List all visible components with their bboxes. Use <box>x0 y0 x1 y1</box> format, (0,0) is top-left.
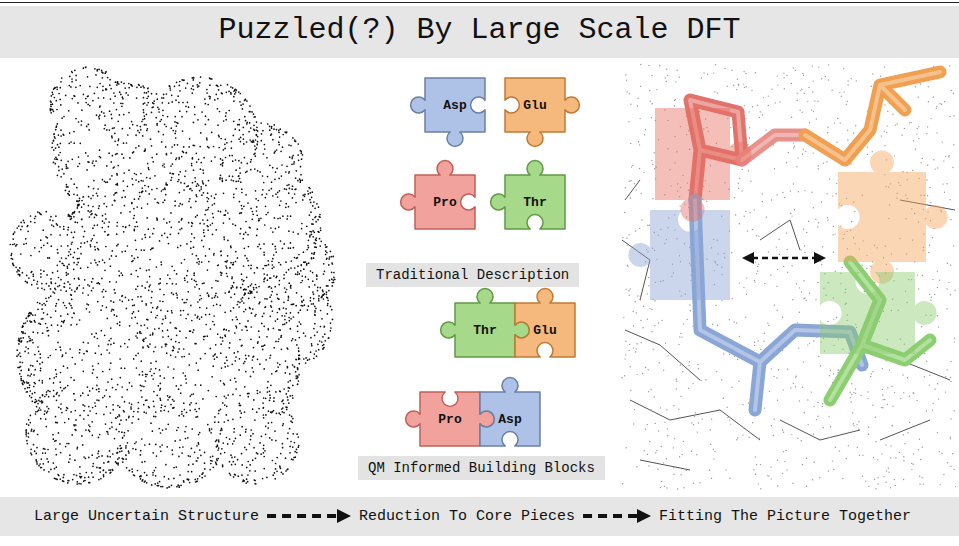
node-text: Reduction To Core Pieces <box>359 508 575 525</box>
node-text: Thr <box>523 195 546 210</box>
arrow-head <box>814 252 826 264</box>
bond-highlight <box>742 135 805 160</box>
background-dots <box>622 65 955 490</box>
puzzle-piece: Asp <box>480 392 540 446</box>
arrow-head <box>337 509 351 523</box>
overlay-piece <box>655 108 752 222</box>
overlay-piece <box>628 210 730 300</box>
node-text: Pro <box>433 195 456 210</box>
flow-arrow <box>267 509 351 523</box>
title: Puzzled(?) By Large Scale DFT <box>0 8 959 52</box>
dashed-arrow <box>752 257 816 260</box>
piece-shape <box>411 78 485 146</box>
node-text: Fitting The Picture Together <box>659 508 911 525</box>
dashed-line <box>583 514 637 518</box>
puzzle-piece: Asp <box>425 78 485 132</box>
surface-dots <box>10 67 334 488</box>
caption-box: Traditional Description <box>366 263 579 287</box>
node-text: Pro <box>438 412 461 427</box>
node-text: QM Informed Building Blocks <box>368 460 595 476</box>
step-label: Reduction To Core Pieces <box>355 505 579 527</box>
piece-shape <box>491 161 565 229</box>
piece-shape <box>401 161 475 229</box>
bond-stick <box>742 135 805 160</box>
dashed-line <box>267 514 337 518</box>
caption-box: QM Informed Building Blocks <box>358 456 605 480</box>
step-label: Large Uncertain Structure <box>30 505 263 527</box>
puzzle-piece: Glu <box>515 303 575 357</box>
bond-highlight <box>805 72 940 160</box>
puzzle-piece: Pro <box>415 175 475 229</box>
node-text: Glu <box>533 323 556 338</box>
puzzle-piece: Thr <box>455 303 515 357</box>
node-text: Asp <box>443 98 466 113</box>
flow-arrow <box>583 509 651 523</box>
puzzle-piece: Thr <box>505 175 565 229</box>
piece-shape <box>480 378 540 446</box>
puzzle-piece: Glu <box>505 78 565 132</box>
piece-shape <box>505 78 579 146</box>
node-text: Glu <box>523 98 546 113</box>
top-rule <box>0 2 959 3</box>
node-text: Traditional Description <box>376 267 569 283</box>
piece-shape <box>515 289 575 357</box>
node-text: Thr <box>473 323 496 338</box>
arrow-head <box>742 252 754 264</box>
bond-stick <box>805 72 940 160</box>
node-text: Asp <box>498 412 521 427</box>
overlay-piece <box>820 272 937 354</box>
overlay-piece <box>838 150 948 283</box>
node-text: Large Uncertain Structure <box>34 508 259 525</box>
step-label: Fitting The Picture Together <box>655 505 915 527</box>
arrow-head <box>637 509 651 523</box>
puzzle-piece: Pro <box>420 392 480 446</box>
